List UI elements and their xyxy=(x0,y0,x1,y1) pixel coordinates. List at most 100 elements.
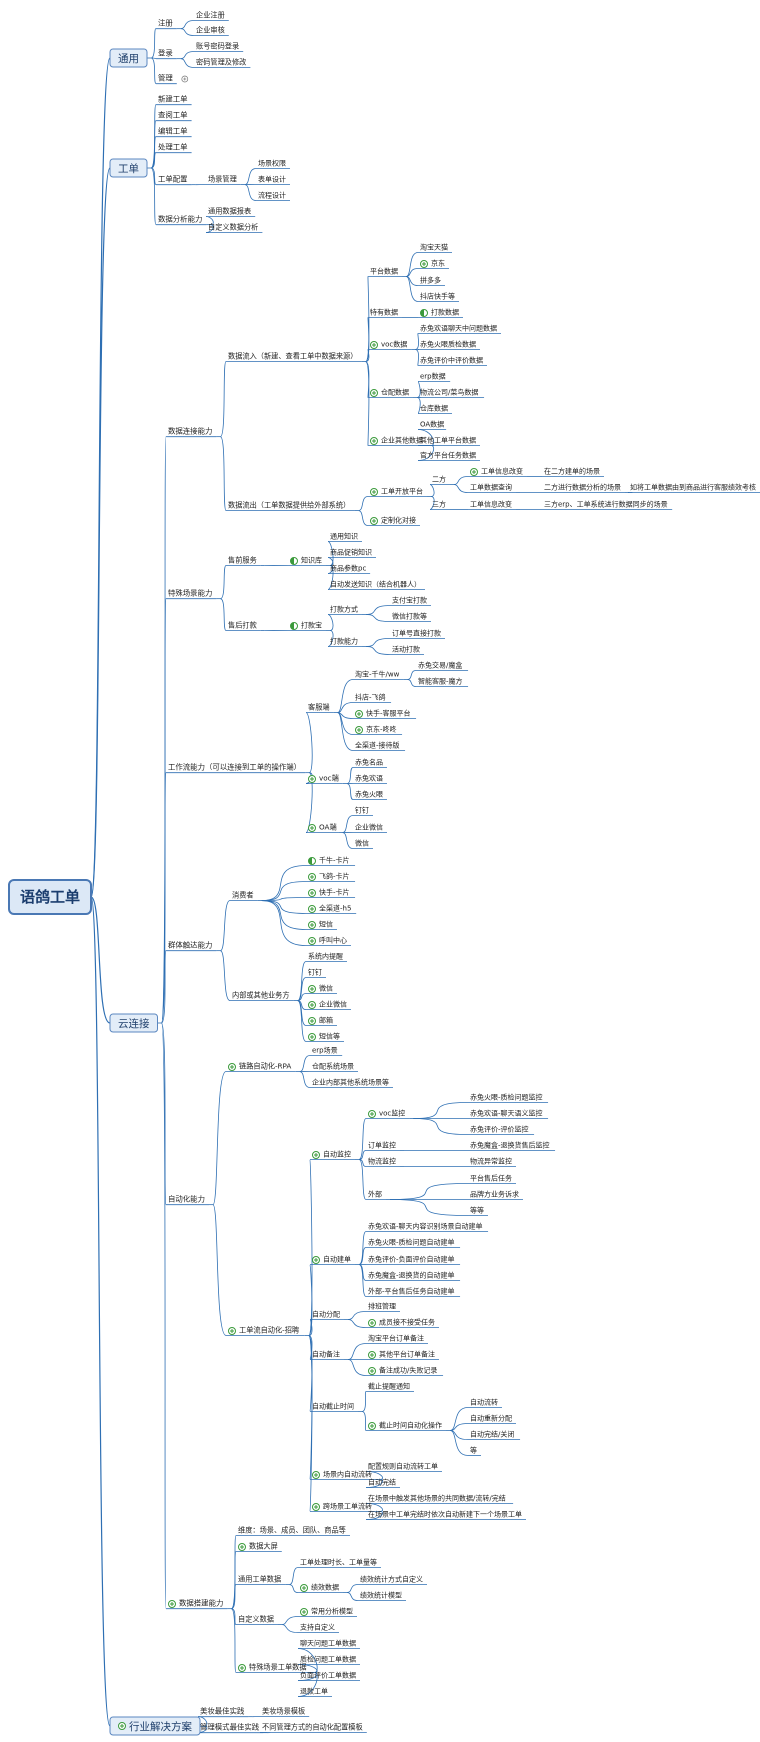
topic-node[interactable]: 消费者 xyxy=(232,891,254,900)
topic-node[interactable]: 数据搭建能力 xyxy=(168,1599,224,1608)
topic-node[interactable]: 自定义数据分析 xyxy=(208,223,258,232)
topic-node[interactable]: 定制化对接 xyxy=(370,516,417,525)
topic-node[interactable]: 工单信息改变 xyxy=(470,467,524,476)
topic-node[interactable]: 美妆最佳实践 xyxy=(200,1707,245,1716)
topic-node[interactable]: 成员接不接受任务 xyxy=(368,1318,436,1327)
topic-node[interactable]: 物流公司/菜鸟数据 xyxy=(420,388,478,397)
topic-node[interactable]: 管理模式最佳实践 xyxy=(200,1723,260,1732)
topic-node[interactable]: 售后打款 xyxy=(228,621,257,630)
topic-node[interactable]: 企业微信 xyxy=(308,1000,348,1009)
topic-node[interactable]: 聊天问题工单数据 xyxy=(300,1639,356,1648)
topic-node[interactable]: 不同管理方式的自动化配置模板 xyxy=(262,1723,363,1732)
topic-node[interactable]: 仓配数据 xyxy=(370,388,410,397)
topic-node[interactable]: 工单处理时长、工单量等 xyxy=(300,1558,377,1567)
topic-node[interactable]: 打款数据 xyxy=(420,308,460,317)
topic-node[interactable]: 物流监控 xyxy=(368,1157,396,1166)
topic-node[interactable]: 赤兔火眼 xyxy=(355,790,383,799)
topic-node[interactable]: 工单流自动化-招聘 xyxy=(228,1326,300,1335)
topic-node[interactable]: 质检问题工单数据 xyxy=(300,1655,356,1664)
topic-node[interactable]: 微信 xyxy=(308,984,334,993)
topic-node[interactable]: 赤兔火眼质检数据 xyxy=(420,340,476,349)
topic-node[interactable]: erp数据 xyxy=(420,372,446,381)
topic-node[interactable]: 外部-平台售后任务自动建单 xyxy=(368,1287,455,1296)
topic-node[interactable]: 处理工单 xyxy=(158,143,188,152)
topic-node[interactable]: 负面评价工单数据 xyxy=(300,1671,356,1680)
topic-node[interactable]: 在二方建单的场景 xyxy=(544,467,600,476)
topic-node[interactable]: 赤兔欢语聊天中问题数据 xyxy=(420,324,497,333)
topic-node[interactable]: 美妆场景模板 xyxy=(262,1707,305,1716)
topic-node[interactable]: 绩效数据 xyxy=(300,1583,340,1592)
topic-node[interactable]: 系统内提醒 xyxy=(308,952,343,961)
topic-node[interactable]: 赤兔魔盒-退换货售后监控 xyxy=(470,1141,550,1150)
topic-node[interactable]: 官方平台任务数据 xyxy=(420,451,476,460)
topic-node[interactable]: 活动打款 xyxy=(392,645,420,654)
topic-node[interactable]: 抖店-飞鸽 xyxy=(355,693,386,702)
topic-node[interactable]: 售前服务 xyxy=(228,556,257,565)
topic-node[interactable]: 数据连接能力 xyxy=(168,427,212,436)
topic-node[interactable]: 在场景中触发其他场景的共同数据/流转/完结 xyxy=(368,1494,506,1503)
topic-node[interactable]: 新建工单 xyxy=(158,95,188,104)
topic-node[interactable]: 赤兔评价-评价监控 xyxy=(470,1125,529,1134)
topic-node[interactable]: 自动完结/关闭 xyxy=(470,1430,514,1439)
topic-node[interactable]: 订单号直接打款 xyxy=(392,629,441,638)
topic-node[interactable]: 钉钉 xyxy=(355,806,369,815)
topic-node[interactable]: 注册 xyxy=(158,19,173,28)
topic-node[interactable]: 智能客服-魔方 xyxy=(418,677,463,686)
topic-node[interactable]: 全渠道-h5 xyxy=(308,904,352,913)
topic-node[interactable]: 赤兔名品 xyxy=(355,758,383,767)
topic-node[interactable]: 外部 xyxy=(368,1190,382,1199)
topic-node[interactable]: 工单开放平台 xyxy=(370,487,424,496)
main-branch-topic[interactable]: 行业解决方案 xyxy=(109,1716,201,1736)
topic-node[interactable]: OA数据 xyxy=(420,420,444,429)
topic-node[interactable]: 三方erp、工单系统进行数据同步的场景 xyxy=(544,500,668,509)
topic-node[interactable]: 自动建单 xyxy=(312,1255,352,1264)
topic-node[interactable]: 短信 xyxy=(308,920,334,929)
topic-node[interactable]: 支持自定义 xyxy=(300,1623,335,1632)
topic-node[interactable]: 拼多多 xyxy=(420,276,441,285)
topic-node[interactable]: 如将工单数据由到商品进行客服绩效考核 xyxy=(630,483,756,492)
topic-node[interactable]: 群体触达能力 xyxy=(168,941,212,950)
topic-node[interactable]: 企业微信 xyxy=(355,823,383,832)
topic-node[interactable]: 自动分配 xyxy=(312,1310,340,1319)
topic-node[interactable]: 微信打款等 xyxy=(392,612,427,621)
topic-node[interactable]: 淘宝天猫 xyxy=(420,243,448,252)
topic-node[interactable]: 备注成功/失败记录 xyxy=(368,1366,438,1375)
topic-node[interactable]: 特有数据 xyxy=(370,308,398,317)
topic-node[interactable]: 工单数据查询 xyxy=(470,483,512,492)
topic-node[interactable]: 截止时间自动化操作 xyxy=(368,1421,443,1430)
topic-node[interactable]: 场景权限 xyxy=(258,159,286,168)
topic-node[interactable]: 快手-卡片 xyxy=(308,888,350,897)
topic-node[interactable]: 排班管理 xyxy=(368,1302,396,1311)
topic-node[interactable]: 品牌方业务诉求 xyxy=(470,1190,519,1199)
topic-node[interactable]: 工作流能力（可以连接到工单的操作端） xyxy=(168,763,301,772)
topic-node[interactable]: 二方 xyxy=(432,475,446,484)
topic-node[interactable]: 千牛-卡片 xyxy=(308,856,350,865)
topic-node[interactable]: 自动截止时间 xyxy=(312,1402,354,1411)
topic-node[interactable]: 赤兔火眼-质检问题自动建单 xyxy=(368,1238,455,1247)
topic-node[interactable]: 赤兔欢语-聊天内容识别场景自动建单 xyxy=(368,1222,483,1231)
topic-node[interactable]: 数据大屏 xyxy=(238,1542,278,1551)
topic-node[interactable]: 自动重新分配 xyxy=(470,1414,512,1423)
topic-node[interactable]: 打款能力 xyxy=(330,637,358,646)
main-branch-topic[interactable]: 通用 xyxy=(109,48,148,68)
topic-node[interactable]: 赤兔交易/魔盒 xyxy=(418,661,462,670)
topic-node[interactable]: 打款方式 xyxy=(330,605,358,614)
topic-node[interactable]: 常用分析模型 xyxy=(300,1607,354,1616)
topic-node[interactable]: 支付宝打款 xyxy=(392,596,427,605)
topic-node[interactable]: 订单监控 xyxy=(368,1141,396,1150)
topic-node[interactable]: 绩效统计模型 xyxy=(360,1591,402,1600)
topic-node[interactable]: 通用工单数据 xyxy=(238,1575,281,1584)
topic-node[interactable]: 物流异常监控 xyxy=(470,1157,512,1166)
topic-node[interactable]: 三方 xyxy=(432,500,446,509)
topic-node[interactable]: 自动发送知识（结合机器人） xyxy=(330,580,421,589)
topic-node[interactable]: 跨场景工单流转 xyxy=(312,1502,373,1511)
root-topic[interactable]: 语鸽工单 xyxy=(8,879,92,915)
topic-node[interactable]: 流程设计 xyxy=(258,191,286,200)
topic-node[interactable]: 通用知识 xyxy=(330,532,358,541)
topic-node[interactable]: 京东-咚咚 xyxy=(355,725,397,734)
topic-node[interactable]: 赤兔评价-负面评价自动建单 xyxy=(368,1255,455,1264)
topic-node[interactable]: 配置规则自动流转工单 xyxy=(368,1462,438,1471)
topic-node[interactable]: 平台售后任务 xyxy=(470,1174,512,1183)
main-branch-topic[interactable]: 工单 xyxy=(109,158,148,178)
topic-node[interactable]: 客服端 xyxy=(308,703,330,712)
